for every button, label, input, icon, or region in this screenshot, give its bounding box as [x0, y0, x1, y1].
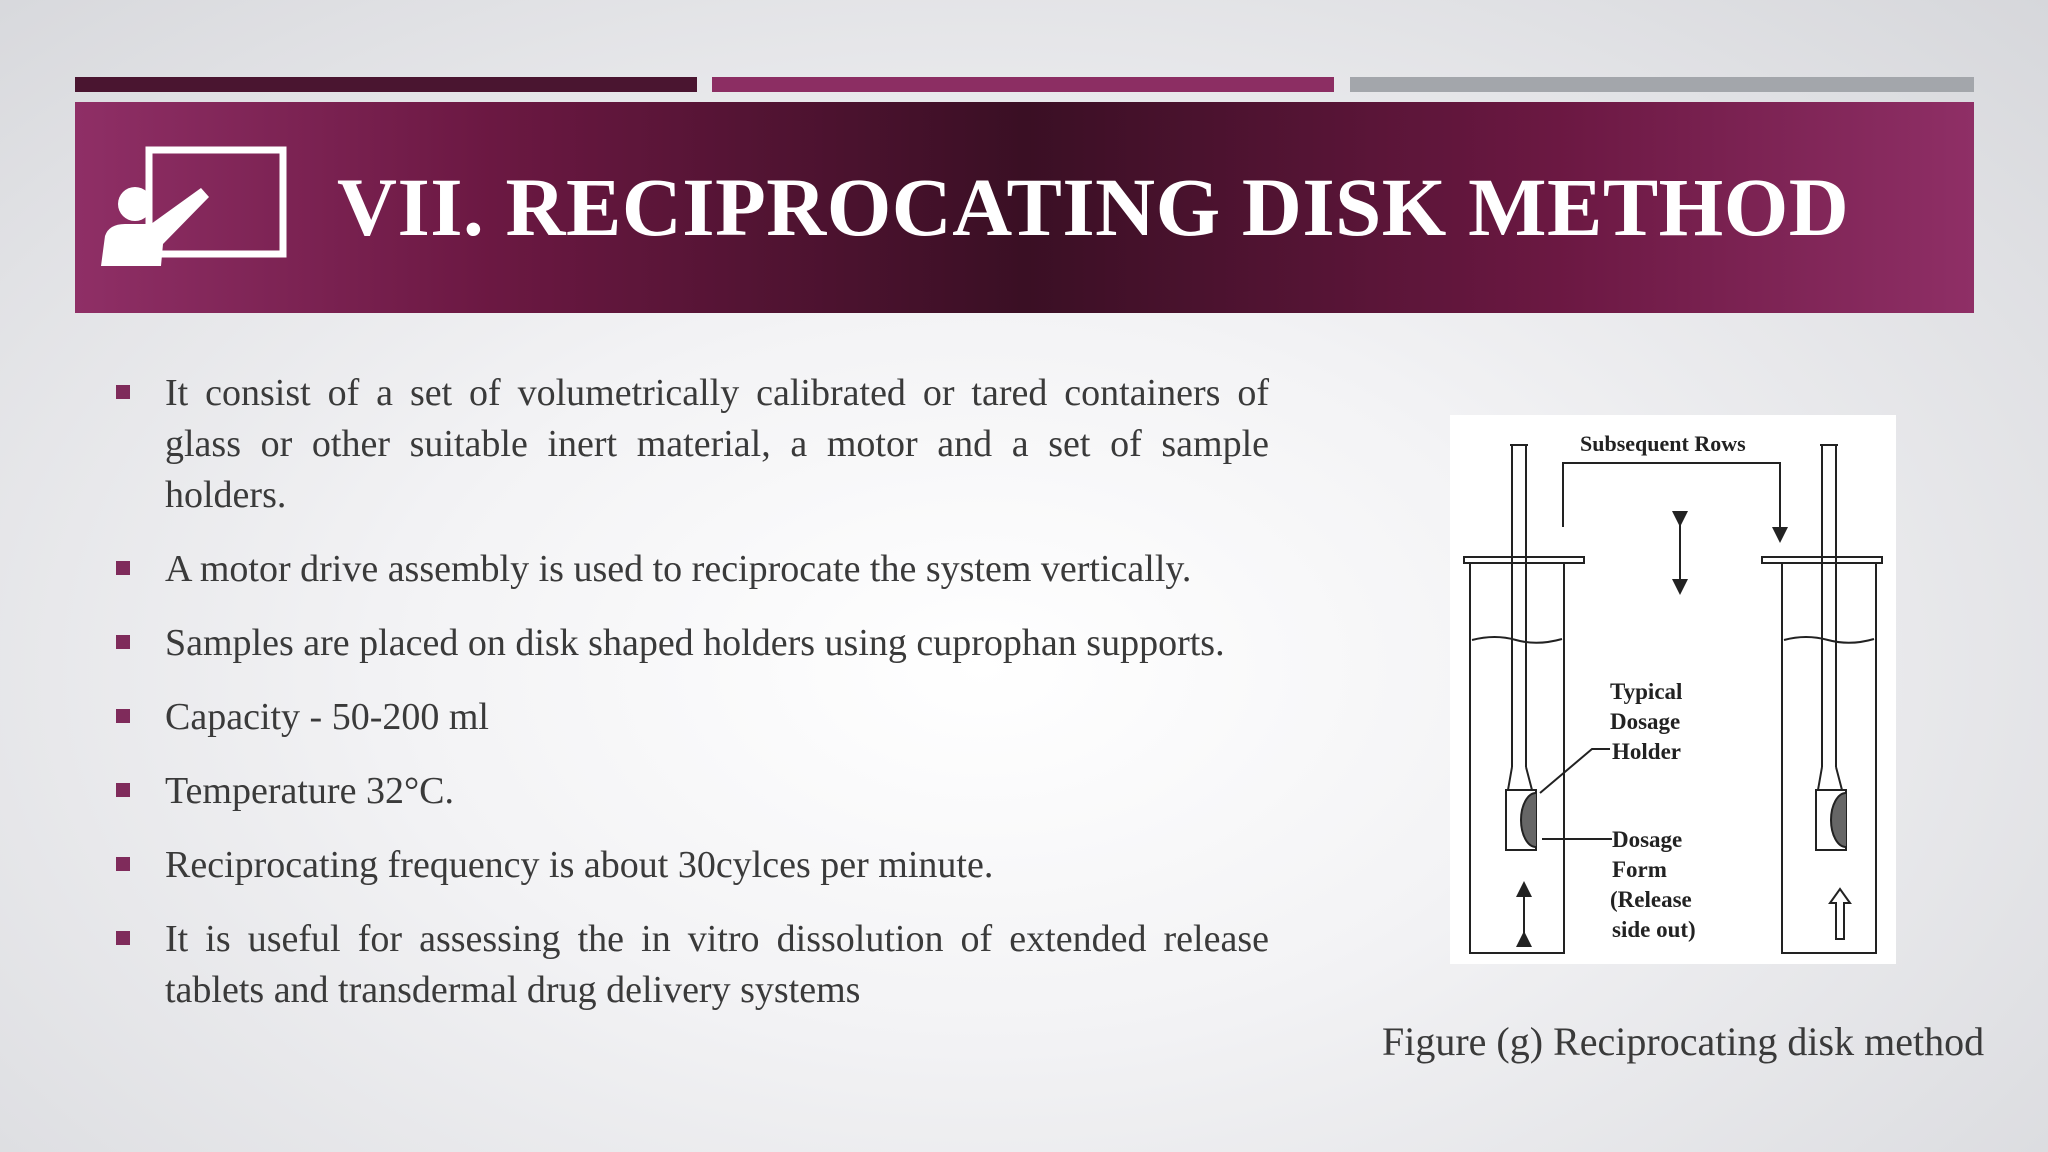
- teacher-presenting-board-icon: [101, 146, 287, 266]
- bullet-marker: [116, 857, 130, 871]
- bullet-marker: [116, 931, 130, 945]
- bullet-marker: [116, 561, 130, 575]
- bullet-marker: [116, 783, 130, 797]
- title-banner: VII. RECIPROCATING DISK METHOD: [75, 102, 1974, 313]
- bullet-text: Capacity - 50-200 ml: [165, 696, 489, 738]
- bullet-item: Samples are placed on disk shaped holder…: [113, 618, 1269, 669]
- bullet-item: Temperature 32°C.: [113, 766, 1269, 817]
- right-holder: [1816, 766, 1844, 791]
- bullet-marker: [116, 385, 130, 399]
- diagram-drawing: Subsequent Rows: [1463, 431, 1883, 954]
- right-dosage-form: [1830, 792, 1847, 848]
- label-holder-line-3: Holder: [1612, 739, 1681, 764]
- bullet-text: It consist of a set of volumetrically ca…: [165, 372, 1269, 516]
- label-holder-line-1: Typical: [1610, 679, 1682, 704]
- bullet-text: Temperature 32°C.: [165, 770, 454, 812]
- rows-bracket: [1562, 462, 1788, 543]
- bullet-text: Samples are placed on disk shaped holder…: [165, 622, 1225, 664]
- label-holder-line-2: Dosage: [1610, 709, 1680, 734]
- right-shaft: [1820, 444, 1838, 767]
- left-holder: [1506, 766, 1534, 791]
- label-subsequent-rows: Subsequent Rows: [1580, 431, 1746, 456]
- holder-leader-line: [1539, 748, 1610, 794]
- label-form-line-3: (Release: [1610, 887, 1692, 912]
- bullet-item: Capacity - 50-200 ml: [113, 692, 1269, 743]
- left-dosage-form: [1520, 792, 1537, 848]
- slide-title: VII. RECIPROCATING DISK METHOD: [337, 161, 1850, 253]
- bullet-marker: [116, 635, 130, 649]
- accent-bar-grey: [1350, 77, 1974, 92]
- accent-bar-magenta: [712, 77, 1334, 92]
- label-form-line-2: Form: [1612, 857, 1667, 882]
- left-vessel-rim: [1463, 556, 1585, 564]
- bullet-item: Reciprocating frequency is about 30cylce…: [113, 840, 1269, 891]
- bullet-marker: [116, 709, 130, 723]
- bullet-item: It consist of a set of volumetrically ca…: [113, 368, 1269, 521]
- right-hollow-arrow: [1828, 887, 1852, 940]
- left-water-line: [1471, 636, 1563, 644]
- left-shaft: [1510, 444, 1528, 767]
- bullet-text: It is useful for assessing the in vitro …: [165, 918, 1269, 1011]
- bullet-item: It is useful for assessing the in vitro …: [113, 914, 1269, 1016]
- figure-caption: Figure (g) Reciprocating disk method: [1382, 1019, 1985, 1064]
- bullet-text: A motor drive assembly is used to recipr…: [165, 548, 1192, 590]
- bullet-list: It consist of a set of volumetrically ca…: [113, 368, 1269, 1016]
- left-vessel: [1469, 561, 1565, 954]
- accent-bar-dark: [75, 77, 697, 92]
- right-water-line: [1783, 636, 1875, 644]
- label-form-line-4: side out): [1612, 917, 1696, 942]
- right-vessel: [1781, 561, 1877, 954]
- reciprocating-disk-diagram: Subsequent Rows: [1450, 415, 1896, 964]
- bullet-text: Reciprocating frequency is about 30cylce…: [165, 844, 994, 886]
- label-form-line-1: Dosage: [1612, 827, 1682, 852]
- bullet-item: A motor drive assembly is used to recipr…: [113, 544, 1269, 595]
